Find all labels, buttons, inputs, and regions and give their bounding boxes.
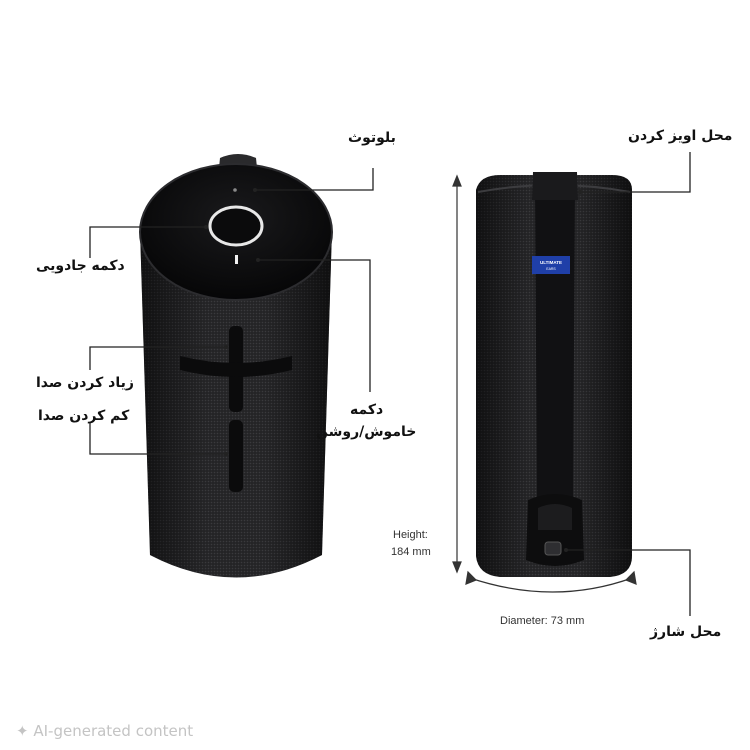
bluetooth-dot-icon <box>233 188 237 192</box>
charging-port-icon <box>544 541 562 556</box>
back-speaker: ULTIMATE EARS <box>476 172 632 577</box>
sparkle-icon: ✦ <box>16 722 29 740</box>
watermark-text: AI-generated content <box>33 722 194 740</box>
front-speaker <box>139 154 333 578</box>
label-magic-button: دکمه جادویی <box>36 258 125 274</box>
leader-lines <box>89 152 691 616</box>
label-volume-up: زیاد کردن صدا <box>36 375 134 391</box>
label-charging-port: محل شارژ <box>650 624 722 640</box>
label-bluetooth: بلوتوث <box>348 130 396 146</box>
height-label: Height: <box>393 529 428 541</box>
brand-badge <box>532 256 570 274</box>
magic-button-icon[interactable] <box>208 205 264 247</box>
volume-down-icon[interactable] <box>229 420 243 492</box>
hanging-strap <box>535 185 575 500</box>
height-dimension-line <box>452 174 462 574</box>
watermark: ✦ AI-generated content <box>16 722 193 740</box>
diameter-label: Diameter: 73 mm <box>500 615 585 627</box>
label-power-button-line2: خاموش/روشن <box>316 424 417 440</box>
leader-dots <box>204 188 582 552</box>
power-button-icon[interactable] <box>235 255 238 264</box>
diameter-arc <box>465 570 637 593</box>
label-hanging-place: محل اویز کردن <box>628 128 733 144</box>
brand-badge-line1: ULTIMATE <box>540 260 562 265</box>
brand-badge-line2: EARS <box>546 267 556 271</box>
label-power-button-line1: دکمه <box>350 402 384 418</box>
height-value: 184 mm <box>391 546 431 558</box>
volume-up-icon[interactable] <box>180 326 292 412</box>
label-volume-down: کم کردن صدا <box>38 408 130 424</box>
